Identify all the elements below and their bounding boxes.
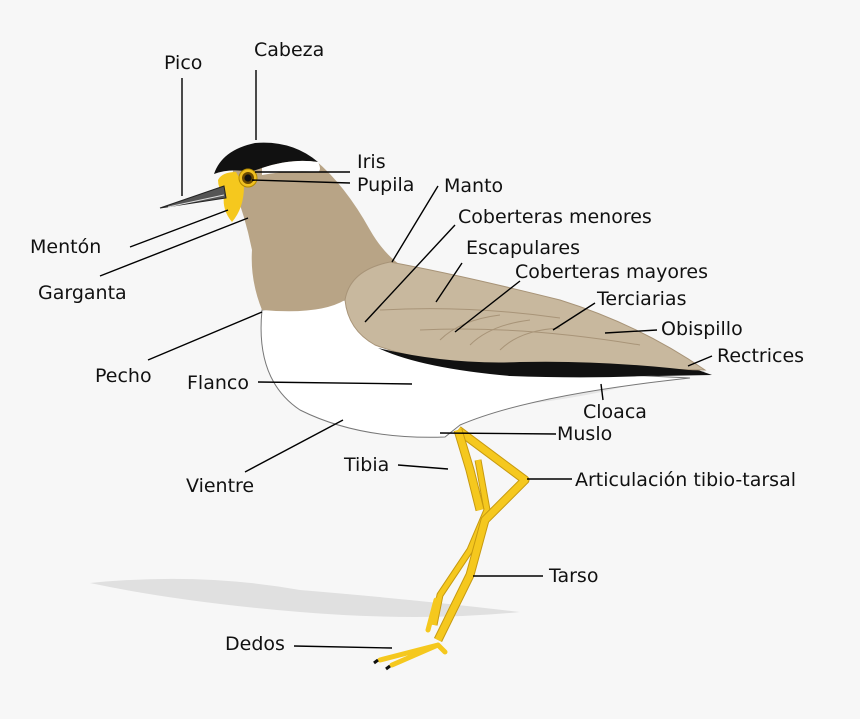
label-manto: Manto: [444, 175, 503, 197]
label-pico: Pico: [164, 52, 202, 74]
label-tarso: Tarso: [549, 565, 598, 587]
label-cabeza: Cabeza: [254, 39, 324, 61]
label-iris: Iris: [357, 151, 386, 173]
label-vientre: Vientre: [186, 475, 254, 497]
label-pecho: Pecho: [95, 365, 152, 387]
label-dedos: Dedos: [225, 633, 285, 655]
label-cloaca: Cloaca: [583, 401, 647, 423]
label-pupila: Pupila: [357, 174, 414, 196]
label-terciarias: Terciarias: [597, 288, 686, 310]
label-coberteras-mayores: Coberteras mayores: [515, 261, 708, 283]
label-escapulares: Escapulares: [466, 237, 580, 259]
label-muslo: Muslo: [557, 423, 612, 445]
label-tibia: Tibia: [344, 454, 389, 476]
label-rectrices: Rectrices: [717, 345, 804, 367]
label-garganta: Garganta: [38, 282, 127, 304]
label-obispillo: Obispillo: [661, 318, 743, 340]
label-articulacion-tibio-tarsal: Articulación tibio-tarsal: [575, 469, 796, 491]
eye-pupil: [244, 174, 251, 181]
label-menton: Mentón: [30, 236, 101, 258]
label-coberteras-menores: Coberteras menores: [458, 206, 652, 228]
label-flanco: Flanco: [187, 372, 249, 394]
